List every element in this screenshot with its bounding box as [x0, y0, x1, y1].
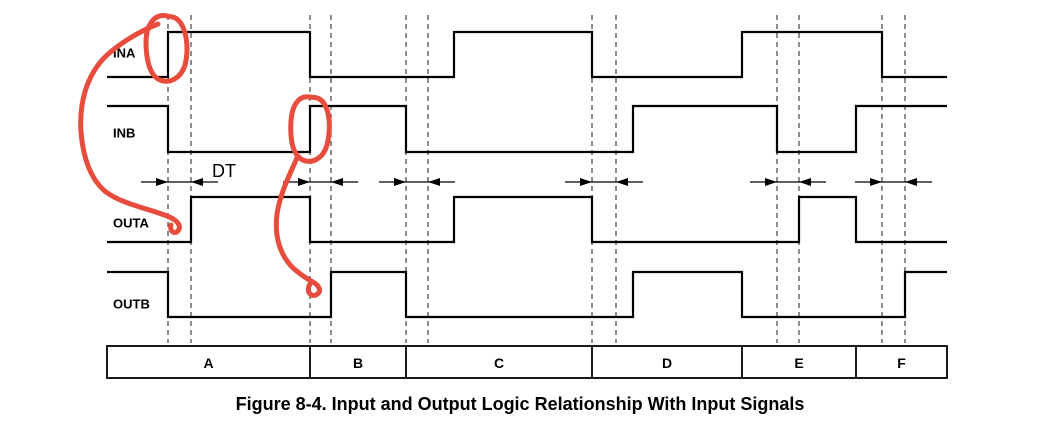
arrowhead-right-icon — [765, 178, 777, 186]
signal-waveform-outa — [107, 195, 947, 244]
arrowhead-right-icon — [394, 178, 406, 186]
arrowhead-right-icon — [580, 178, 592, 186]
region-label-f: F — [897, 355, 906, 371]
region-label-d: D — [662, 355, 672, 371]
signal-label-outa: OUTA — [113, 216, 149, 231]
region-label-b: B — [353, 355, 363, 371]
arrowhead-left-icon — [616, 178, 628, 186]
dead-time-label: DT — [212, 161, 236, 181]
region-label-a: A — [203, 355, 213, 371]
region-strip — [106, 345, 948, 379]
region-label-c: C — [494, 355, 504, 371]
annotation-arrow-ina-to-outa — [78, 21, 182, 235]
arrowhead-right-icon — [156, 178, 168, 186]
region-label-e: E — [794, 355, 803, 371]
annotation-circle-ina-rising-edge — [143, 13, 190, 84]
figure-caption: Figure 8-4. Input and Output Logic Relat… — [236, 394, 805, 414]
signal-label-outb: OUTB — [113, 297, 150, 312]
arrowhead-left-icon — [905, 178, 917, 186]
diagram-generated-content: DT INA INB OUTA OUTB A B C D E F — [78, 13, 948, 379]
signal-waveform-inb — [107, 104, 947, 154]
annotation-circle-inb-rising-edge — [288, 94, 332, 164]
annotation-arrow-inb-to-outb — [273, 155, 323, 298]
arrowhead-left-icon — [428, 178, 440, 186]
signal-waveform-ina — [107, 30, 947, 79]
arrowhead-left-icon — [191, 178, 203, 186]
signal-waveform-outb — [107, 270, 947, 319]
arrowhead-left-icon — [331, 178, 343, 186]
arrowhead-right-icon — [298, 178, 310, 186]
signal-label-inb: INB — [113, 126, 135, 141]
arrowhead-left-icon — [799, 178, 811, 186]
arrowhead-right-icon — [870, 178, 882, 186]
signal-label-ina: INA — [113, 46, 136, 61]
